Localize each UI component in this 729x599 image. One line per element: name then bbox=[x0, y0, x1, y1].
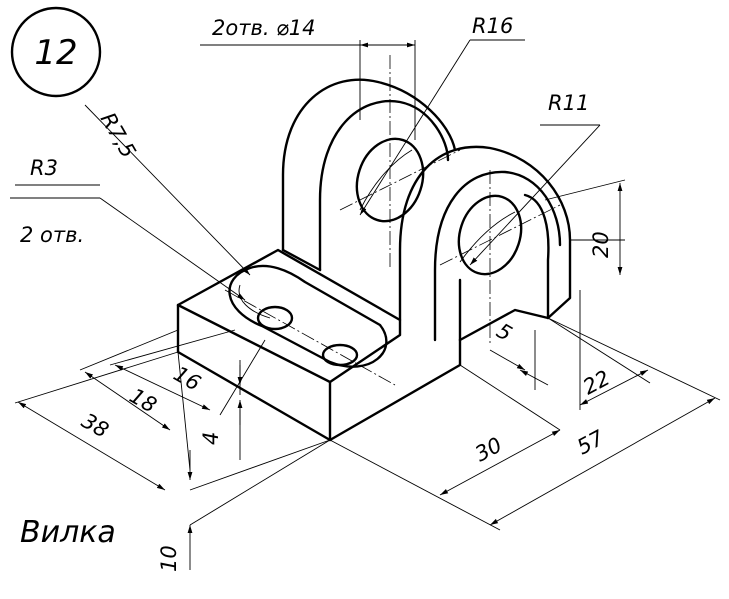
label-hole-diameter: 2отв. ⌀14 bbox=[212, 16, 316, 40]
dim-38: 38 bbox=[78, 409, 113, 443]
ext-30-right bbox=[459, 364, 561, 431]
rear-ear-base bbox=[281, 248, 322, 272]
dim-10: 10 bbox=[157, 545, 181, 572]
sheet-number-badge: 12 bbox=[10, 6, 102, 98]
dim-16: 16 bbox=[170, 362, 205, 396]
rear-ear-front bbox=[318, 99, 450, 272]
ext-16-left bbox=[109, 329, 236, 366]
rear-ear-outer bbox=[281, 78, 457, 252]
dim-line-30 bbox=[439, 429, 561, 496]
slot-centerline bbox=[224, 289, 396, 386]
leader-r75 bbox=[84, 104, 251, 276]
construction-lines bbox=[14, 40, 721, 531]
dim-line-57 bbox=[489, 397, 716, 526]
dim-22: 22 bbox=[579, 366, 614, 400]
rear-hole-horizontal-axis bbox=[339, 149, 461, 211]
base-top-face bbox=[176, 248, 402, 384]
ext-20-top bbox=[544, 179, 626, 201]
ext-57-right bbox=[547, 317, 721, 401]
ext-10-bottom bbox=[189, 439, 331, 526]
slot-hole-right bbox=[321, 343, 359, 367]
dim-57: 57 bbox=[573, 425, 608, 459]
label-r16: R16 bbox=[472, 14, 513, 38]
front-ear-hole bbox=[457, 194, 523, 276]
dim-line-16 bbox=[114, 364, 211, 411]
dim-18: 18 bbox=[126, 384, 161, 418]
rear-ear-hole bbox=[355, 137, 425, 223]
rear-ear bbox=[281, 78, 457, 272]
dim-4: 4 bbox=[199, 432, 223, 445]
leader-r3 bbox=[99, 197, 246, 301]
label-two-holes: 2 отв. bbox=[20, 223, 84, 247]
dim-line-5-right bbox=[519, 369, 549, 386]
leaders bbox=[10, 39, 601, 301]
ext-57-left bbox=[329, 439, 501, 531]
label-r3: R3 bbox=[30, 156, 58, 180]
ext-18-right bbox=[219, 339, 266, 416]
label-r11: R11 bbox=[548, 91, 589, 115]
base-rear-edge bbox=[458, 308, 550, 342]
leader-r11 bbox=[469, 124, 601, 266]
slot-hole-left bbox=[256, 305, 294, 331]
number-circle bbox=[10, 6, 102, 98]
slot-feature bbox=[224, 264, 396, 386]
dimension-labels: 2отв. ⌀14 R16 R11 R7,5 R3 2 отв. 20 5 22… bbox=[20, 14, 614, 572]
dim-5: 5 bbox=[493, 319, 517, 346]
dim-line-38 bbox=[17, 401, 166, 491]
front-ear-outer bbox=[398, 145, 572, 322]
rear-hole-inner bbox=[359, 149, 413, 211]
dim-30: 30 bbox=[471, 433, 506, 467]
label-r75: R7,5 bbox=[96, 109, 141, 163]
front-hole-inner bbox=[459, 211, 516, 263]
front-ear-front bbox=[433, 170, 562, 342]
front-ear-inner bbox=[523, 193, 550, 320]
slot-outline bbox=[228, 264, 388, 368]
slot-inner-edge bbox=[238, 284, 271, 319]
base-side-edge bbox=[328, 338, 462, 442]
sheet-number: 12 bbox=[34, 33, 77, 73]
ext-38-bottom bbox=[189, 439, 331, 491]
front-hole-horizontal-axis bbox=[439, 204, 561, 266]
ext-18-left bbox=[79, 329, 179, 371]
dimension-lines bbox=[17, 183, 716, 570]
leader-r16 bbox=[359, 39, 471, 216]
dim-line-5-left bbox=[489, 349, 526, 371]
base-front-face bbox=[176, 303, 332, 442]
part-name: Вилка bbox=[20, 515, 116, 550]
front-ear bbox=[398, 145, 572, 342]
dim-20: 20 bbox=[589, 231, 613, 258]
